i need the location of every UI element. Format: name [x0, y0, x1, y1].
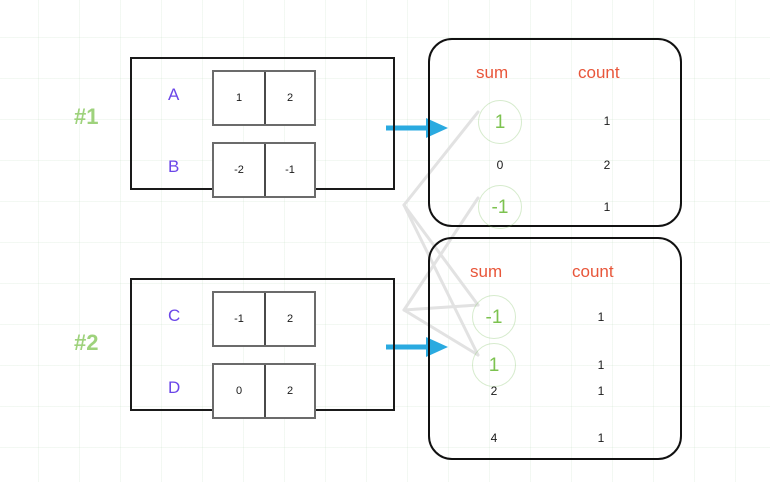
- panel2-count-0: 1: [597, 310, 605, 324]
- pair-a: 1 2: [212, 70, 316, 126]
- panel2-sum-0: -1: [472, 295, 516, 339]
- panel1-count-0: 1: [603, 114, 611, 128]
- panel1-sum-0: 1: [478, 100, 522, 144]
- panel2-count-3: 1: [597, 431, 605, 445]
- cell-b-0: -2: [234, 164, 244, 176]
- cell-a-0: 1: [235, 92, 243, 104]
- pair-d: 0 2: [212, 363, 316, 419]
- group-box-2: C -1 2 D 0 2: [130, 278, 395, 419]
- panel-partition-1: sum count 1 1 0 2 -1 1: [428, 38, 682, 229]
- cell-d-0: 0: [235, 385, 243, 397]
- panel1-sum-1: 0: [496, 158, 504, 172]
- row-label-b: B: [168, 157, 180, 176]
- group-tag-2: #2: [74, 330, 99, 355]
- panel2-sum-1: 1: [472, 343, 516, 387]
- panel-partition-2: sum count -1 1 1 1 2 1 4 1: [428, 237, 682, 460]
- cell-d-1: 2: [264, 365, 314, 417]
- group-tag-1: #1: [74, 104, 99, 129]
- panel2-header-sum: sum: [470, 262, 503, 281]
- cell-a-1: 2: [264, 72, 314, 124]
- row-label-a: A: [168, 85, 180, 104]
- panel1-sum-2: -1: [478, 185, 522, 229]
- panel1-count-1: 2: [603, 158, 611, 172]
- panel1-count-2: 1: [603, 200, 611, 214]
- panel2-sum-2: 2: [490, 384, 498, 398]
- group-box-1: A 1 2 B -2 -1: [130, 57, 395, 198]
- panel1-header-sum: sum: [476, 63, 509, 82]
- panel1-header-count: count: [578, 63, 620, 82]
- panel2-count-1: 1: [597, 358, 605, 372]
- panel2-header-count: count: [572, 262, 614, 281]
- panel2-count-2: 1: [597, 384, 605, 398]
- pair-b: -2 -1: [212, 142, 316, 198]
- cell-c-1: 2: [264, 293, 314, 345]
- panel2-sum-3: 4: [490, 431, 498, 445]
- pair-c: -1 2: [212, 291, 316, 347]
- row-label-d: D: [168, 378, 181, 397]
- row-label-c: C: [168, 306, 181, 325]
- cell-b-1: -1: [264, 144, 314, 196]
- cell-c-0: -1: [234, 313, 244, 325]
